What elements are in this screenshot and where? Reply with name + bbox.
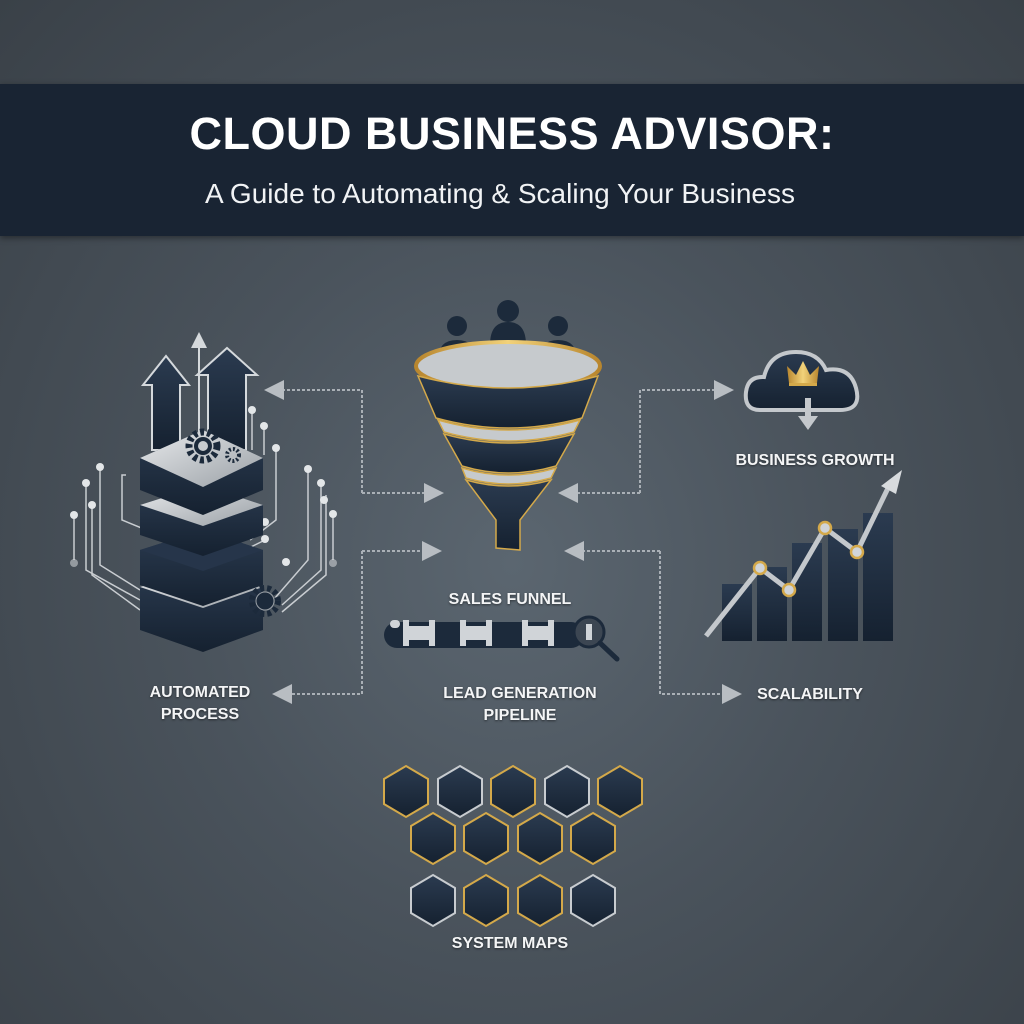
growth-bar-chart-icon	[704, 470, 902, 641]
automated-process-line2: PROCESS	[160, 706, 240, 723]
sales-funnel-label: SALES FUNNEL	[448, 591, 572, 608]
system-maps-label: SYSTEM MAPS	[451, 935, 569, 952]
lead-generation-label: LEAD GENERATION PIPELINE	[420, 683, 620, 727]
page-title: CLOUD BUSINESS ADVISOR:	[189, 108, 835, 159]
pipeline-magnifier-icon	[384, 615, 620, 662]
business-growth-label: BUSINESS GROWTH	[735, 452, 895, 469]
automated-process-line1: AUTOMATED	[149, 684, 251, 701]
hexagon-grid-icon	[383, 764, 643, 928]
header-banner	[0, 84, 1024, 236]
automated-process-label: AUTOMATED PROCESS	[130, 682, 270, 726]
lead-generation-line1: LEAD GENERATION	[443, 685, 597, 702]
page-subtitle: A Guide to Automating & Scaling Your Bus…	[205, 178, 795, 209]
layered-stack-gears-icon	[70, 332, 337, 652]
scalability-label: SCALABILITY	[757, 686, 863, 703]
lead-generation-line2: PIPELINE	[483, 707, 557, 724]
funnel-with-people-icon	[414, 300, 602, 551]
connector-lines	[264, 380, 742, 704]
cloud-crown-icon	[743, 349, 860, 430]
